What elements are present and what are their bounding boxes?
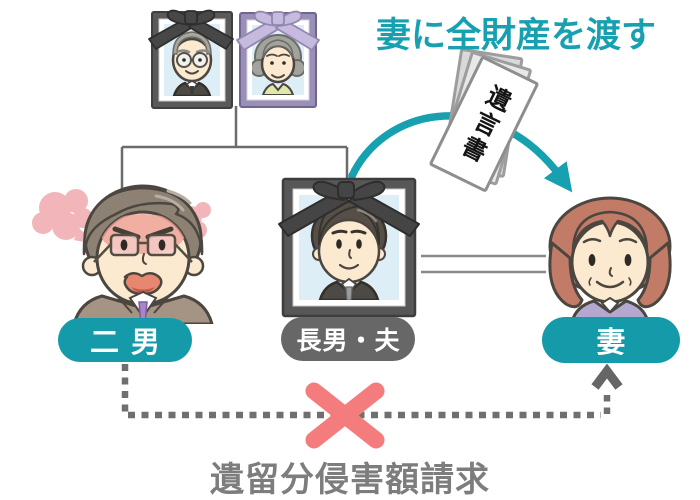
claim-caption: 遺留分侵害額請求 [210,461,490,499]
father-memorial-portrait [148,9,234,109]
up-arrowhead-icon [591,363,623,390]
claim-dotted-arrow [121,363,623,419]
second-son-head [81,184,205,306]
marriage-double-line [421,254,546,274]
wife-label: 妻 [596,327,626,359]
second-son-label-badge: 二男 [58,318,192,362]
mother-photo [252,34,304,95]
husband-photo [310,201,388,300]
second-son-body [72,290,214,324]
eldest-son-label: 長男・夫 [296,327,401,355]
wife-head [548,196,672,309]
mother-memorial-portrait [236,10,320,108]
second-son-figure [32,184,214,324]
second-son-label: 二男 [89,327,172,359]
mourning-ribbon-icon [278,180,420,237]
bequest-title: 妻に全財産を渡す [376,16,657,55]
family-tree-connector [120,106,349,190]
wife-figure [548,196,672,322]
father-photo [171,31,213,96]
mourning-ribbon-icon [148,9,234,50]
eldest-son-label-badge: 長男・夫 [281,317,415,361]
husband-memorial-portrait [278,177,420,318]
wife-label-badge: 妻 [542,317,680,363]
wife-body [570,296,650,322]
rejection-x-icon [305,382,385,449]
mourning-ribbon-icon [236,10,320,51]
bequest-arrow [348,112,573,193]
will-document-label: 遺言書 [453,80,516,169]
